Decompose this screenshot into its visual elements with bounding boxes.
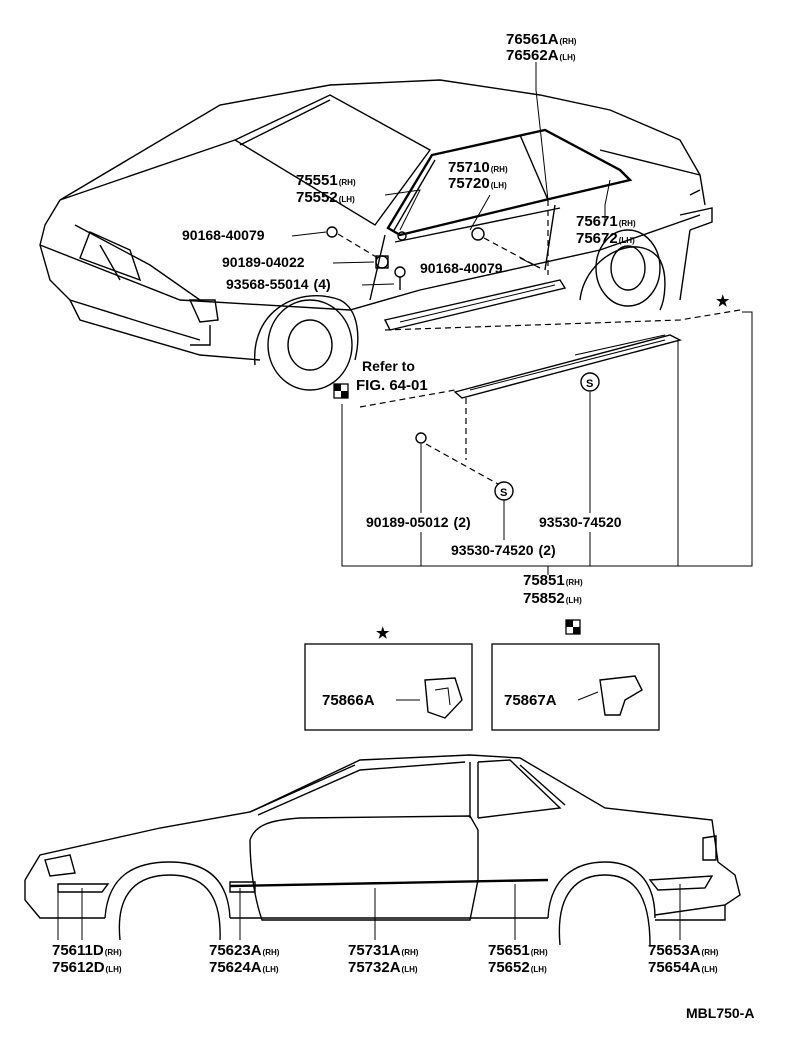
- label-90168-40079-b: 90168-40079: [420, 260, 503, 276]
- label-75611d: 75611D(RH): [52, 942, 122, 959]
- clip-part-icon: [599, 675, 643, 716]
- svg-text:S: S: [586, 378, 593, 390]
- label-93530-74520-a: 93530-74520: [539, 514, 622, 530]
- label-75654a: 75654A(LH): [648, 959, 718, 976]
- clip-icon: [471, 227, 485, 241]
- label-75672: 75672(LH): [576, 230, 635, 247]
- label-90168-40079-a: 90168-40079: [182, 227, 265, 243]
- clip-icon: [397, 231, 407, 241]
- label-90189-05012: 90189-05012(2): [366, 514, 471, 530]
- fastener-symbols-top: [326, 226, 485, 290]
- label-75852: 75852(LH): [523, 590, 582, 607]
- leader-lines-top: [291, 62, 611, 286]
- label-75867a: 75867A: [504, 692, 557, 709]
- clip-icon: [415, 432, 427, 444]
- label-75551: 75551(RH): [296, 172, 356, 189]
- label-75623a: 75623A(RH): [209, 942, 280, 959]
- clip-icon: [326, 226, 338, 238]
- s-symbol-icon: [580, 372, 600, 392]
- moulding-detail: ★: [333, 293, 753, 575]
- side-moulding-strip: [453, 334, 682, 399]
- refer-line2: FIG. 64-01: [356, 377, 428, 394]
- star-icon: ★: [716, 293, 730, 310]
- refer-line1: Refer to: [362, 358, 415, 374]
- label-75671: 75671(RH): [576, 213, 636, 230]
- top-car-drawing: [39, 79, 713, 391]
- clip-box-star: ★: [304, 625, 473, 731]
- label-90189-04022: 90189-04022: [222, 254, 305, 270]
- leader-lines-bottom: [57, 884, 681, 940]
- label-75851: 75851(RH): [523, 572, 583, 589]
- svg-text:S: S: [500, 487, 507, 499]
- label-76562a: 76562A(LH): [506, 47, 576, 64]
- label-75552: 75552(LH): [296, 189, 355, 206]
- label-75710: 75710(RH): [448, 159, 508, 176]
- label-76561a: 76561A(RH): [506, 31, 577, 48]
- screw-icon: [394, 266, 406, 278]
- clip-part-icon: [424, 677, 463, 719]
- part-labels: 76561A(RH) 76562A(LH) 75710(RH) 75720(LH…: [52, 31, 754, 1021]
- diagram-code: MBL750-A: [686, 1005, 754, 1021]
- label-75624a: 75624A(LH): [209, 959, 279, 976]
- clip-icon: [375, 255, 389, 269]
- label-93530-74520-b: 93530-74520(2): [451, 542, 556, 558]
- star-icon: ★: [376, 625, 390, 642]
- label-75732a: 75732A(LH): [348, 959, 418, 976]
- label-75731a: 75731A(RH): [348, 942, 419, 959]
- label-75651: 75651(RH): [488, 942, 548, 959]
- label-75653a: 75653A(RH): [648, 942, 719, 959]
- label-75866a: 75866A: [322, 692, 375, 709]
- label-75720: 75720(LH): [448, 175, 507, 192]
- label-75612d: 75612D(LH): [52, 959, 122, 976]
- clip-box-checker: [491, 619, 660, 731]
- label-93568-55014: 93568-55014(4): [226, 276, 331, 292]
- bottom-car-drawing: [24, 754, 741, 946]
- label-75652: 75652(LH): [488, 959, 547, 976]
